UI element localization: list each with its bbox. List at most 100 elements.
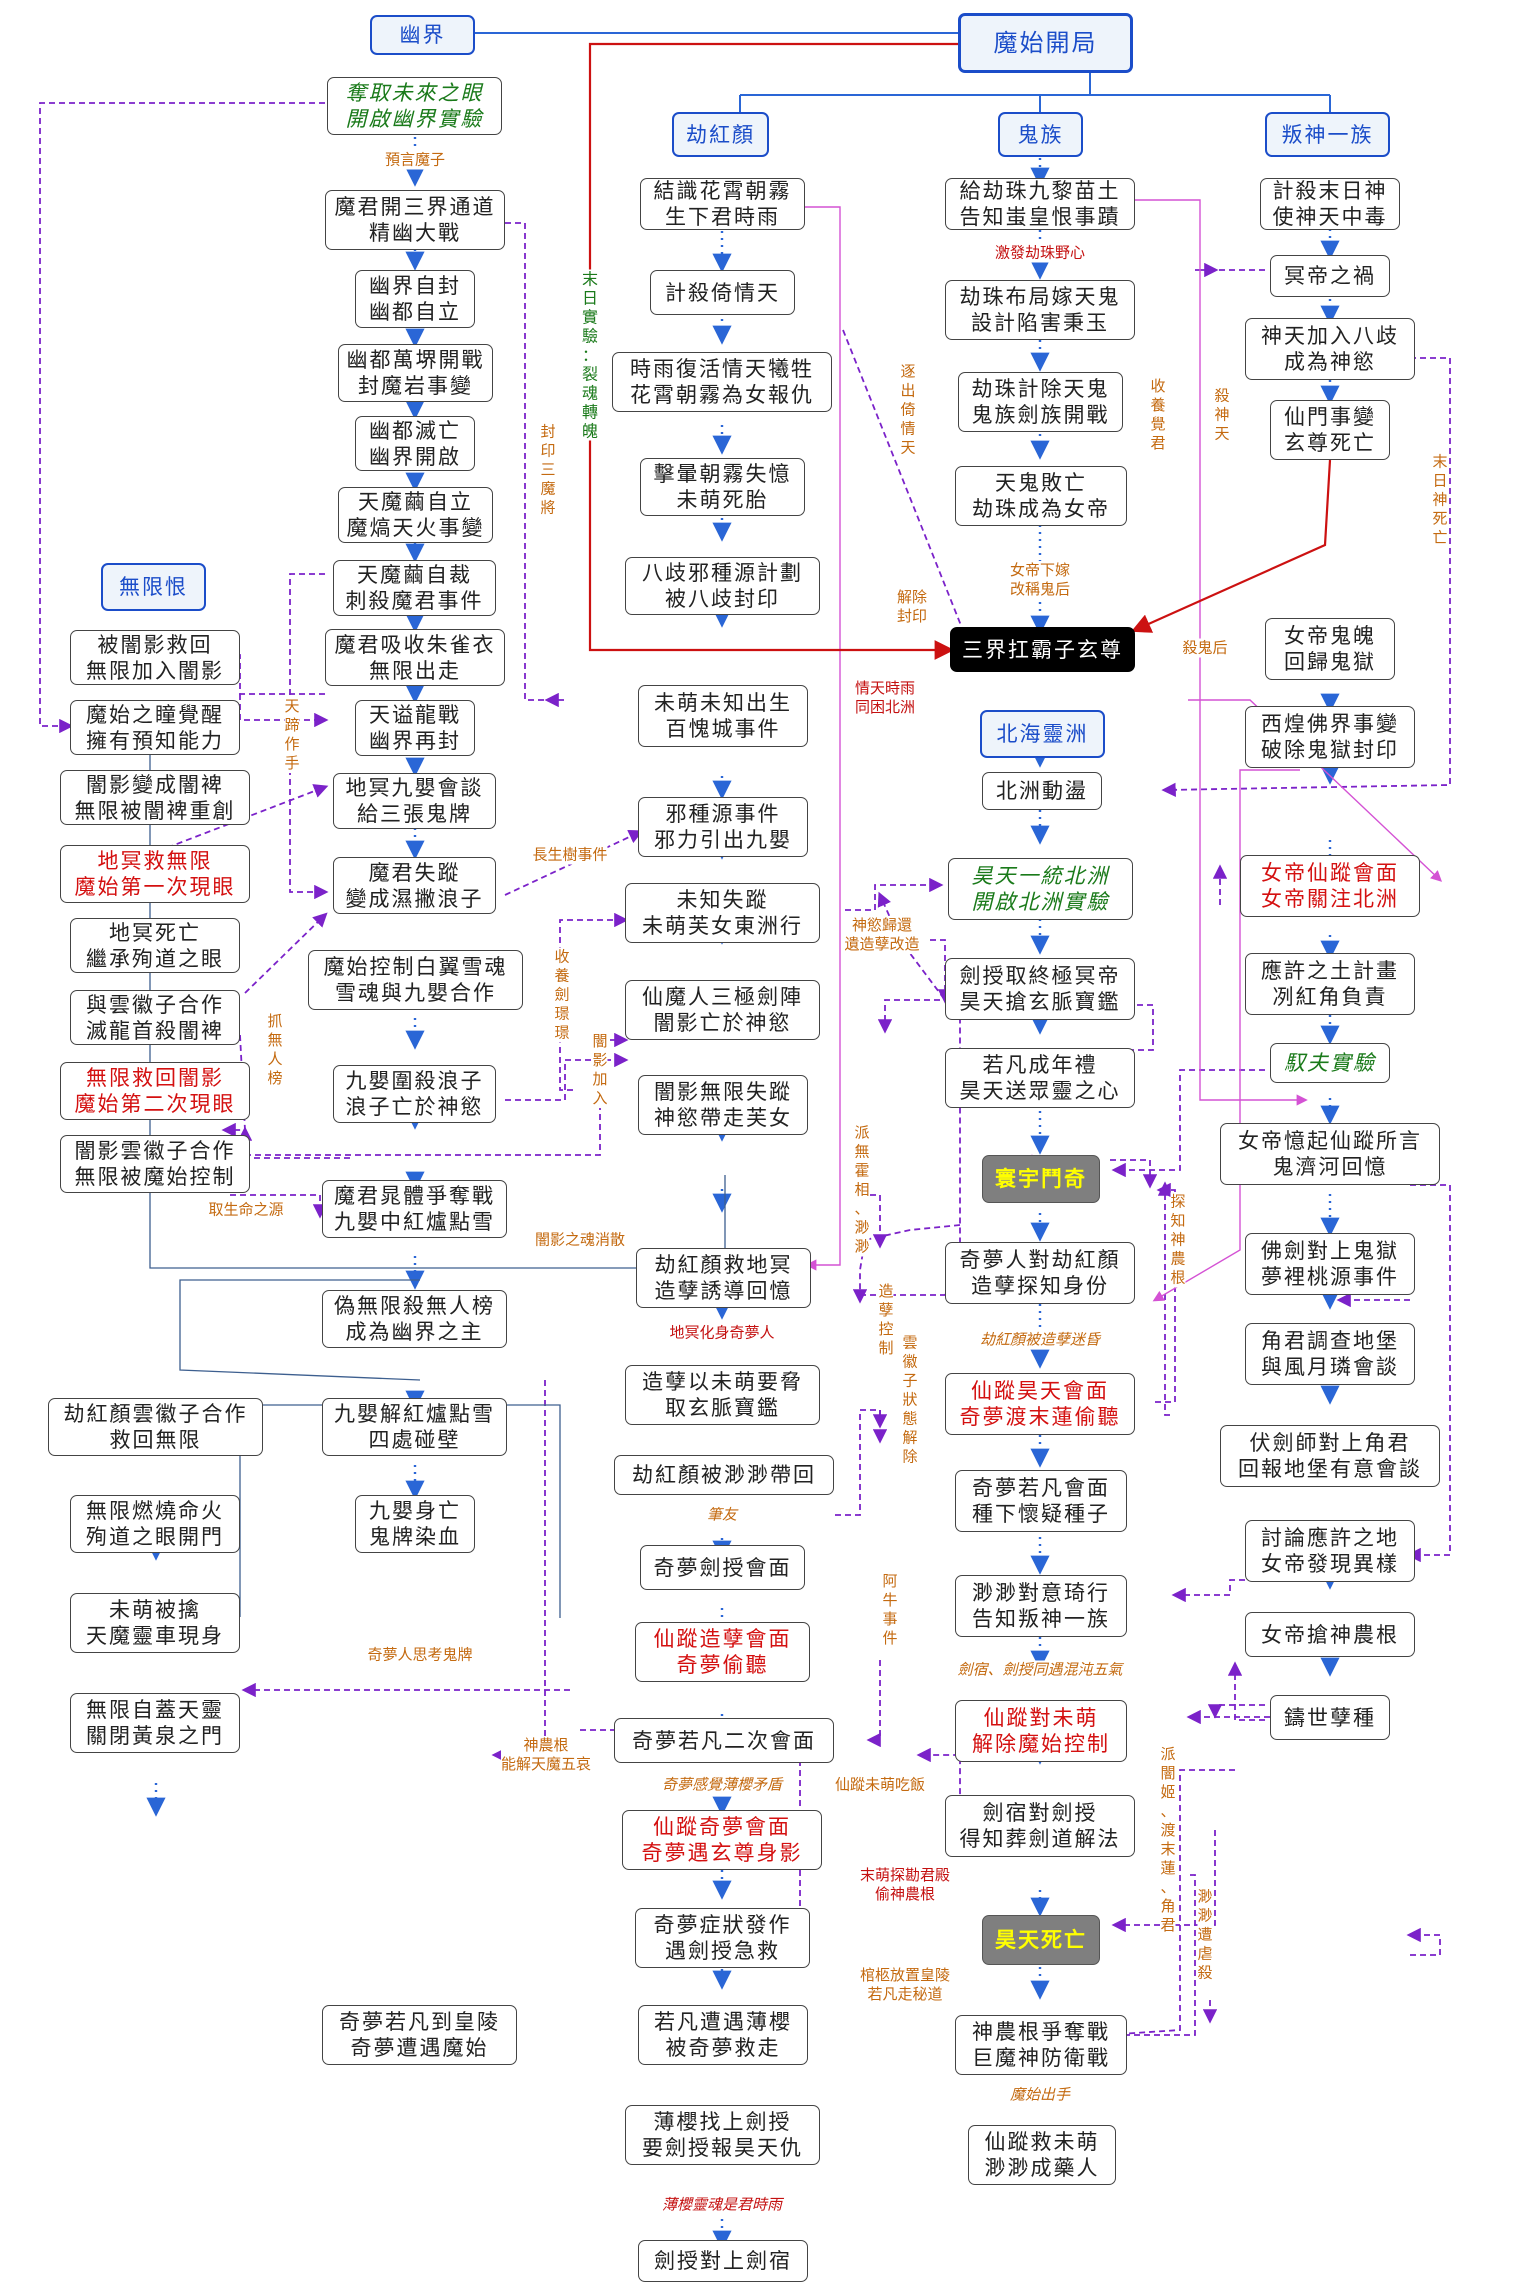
node-col3-4: 天鬼敗亡 劫珠成為女帝 (955, 466, 1127, 526)
node-col0-3: 闇影變成闇裨 無限被闇裨重創 (60, 770, 250, 825)
node-col4-8: 應許之土計畫 冽紅角負責 (1245, 953, 1415, 1015)
header-jiehongyan: 劫紅顏 (672, 112, 769, 157)
node-col1-12: 魔始控制白翼雪魂 雪魂與九嬰合作 (308, 950, 523, 1010)
node-col4-2: 冥帝之禍 (1270, 255, 1390, 297)
node-col3-8: 劍授取終極冥帝 昊天搶玄脈寶鑑 (945, 958, 1135, 1020)
node-col4-16: 鑄世孽種 (1270, 1695, 1390, 1740)
node-col4-3: 神天加入八歧 成為神慾 (1245, 318, 1415, 380)
edge-label: 奇夢感覺薄櫻矛盾 (661, 1775, 783, 1795)
edge-label: 仙蹤未萌吃飯 (834, 1775, 926, 1795)
node-col1-15: 偽無限殺無人榜 成為幽界之主 (322, 1290, 507, 1348)
node-col1-10: 地冥九嬰會談 給三張鬼牌 (333, 773, 496, 829)
node-haotian-death[interactable]: 昊天死亡 (982, 1915, 1100, 1965)
header-mashi: 魔始開局 (958, 13, 1133, 73)
node-col0-6: 與雲徽子合作 滅龍首殺闇裨 (70, 990, 240, 1045)
node-col4-7: 女帝仙蹤會面 女帝關注北洲 (1240, 855, 1420, 917)
edge-label: 收 養 覺 君 (1150, 377, 1166, 453)
node-col0-11: 未萌被擒 天魔靈車現身 (70, 1593, 240, 1653)
node-col2-16: 奇夢若凡二次會面 (614, 1718, 834, 1763)
edge-label: 劍宿、劍授同遇混沌五氣 (957, 1660, 1123, 1680)
edge-label: 魔始出手 (1009, 2085, 1071, 2105)
node-col3-7: 昊天一統北洲 開啟北洲實驗 (948, 858, 1133, 920)
edge-label: 奇夢人思考鬼牌 (367, 1645, 473, 1665)
node-col4-9: 馭夫實驗 (1270, 1043, 1390, 1083)
edge-label: 長生樹事件 (532, 845, 608, 865)
node-col1-7: 天魔繭自裁 刺殺魔君事件 (333, 560, 496, 616)
edge-label: 神慾歸還 遺造孽改造 (844, 916, 920, 954)
node-col4-6: 西煌佛界事變 破除鬼獄封印 (1245, 706, 1415, 768)
edge-label: 地冥化身奇夢人 (669, 1323, 775, 1343)
edge-label: 闇影之魂消散 (534, 1230, 626, 1250)
node-col2-12: 造孽以未萌要脅 取玄脈寶鑑 (625, 1365, 820, 1425)
node-col1-8: 魔君吸收朱雀衣 無限出走 (325, 629, 505, 686)
node-col3-6: 北洲動盪 (982, 772, 1102, 810)
node-col4-10: 女帝憶起仙蹤所言 鬼濟河回憶 (1220, 1123, 1440, 1185)
node-col0-5: 地冥死亡 繼承殉道之眼 (70, 918, 240, 973)
node-xuanzun[interactable]: 三界扛霸子玄尊 (950, 627, 1135, 672)
edge-label: 渺 渺 遭 虐 殺 (1197, 1887, 1213, 1983)
node-col3-9: 若凡成年禮 昊天送眾靈之心 (945, 1048, 1135, 1108)
node-col2-10: 闇影無限失蹤 神慾帶走芙女 (638, 1075, 808, 1135)
header-links (475, 32, 1331, 112)
edge-label: 筆友 (706, 1505, 738, 1525)
edge-label: 末 日 神 死 亡 (1432, 452, 1448, 548)
edge-label: 取生命之源 (208, 1200, 284, 1220)
node-col3-3: 劫珠計除天鬼 鬼族劍族開戰 (958, 372, 1123, 432)
header-guizu: 鬼族 (998, 112, 1083, 157)
node-col4-5: 女帝鬼魄 回歸鬼獄 (1265, 618, 1395, 680)
node-col4-13: 伏劍師對上角君 回報地堡有意會談 (1220, 1425, 1440, 1487)
node-col0-9: 劫紅顏雲徽子合作 救回無限 (48, 1398, 263, 1456)
edge-label: 抓 無 人 榜 (267, 1012, 283, 1088)
node-col2-14: 奇夢劍授會面 (640, 1545, 805, 1590)
edge-label: 派 無 霍 相 、 渺 渺 (854, 1123, 870, 1257)
node-col4-15: 女帝搶神農根 (1245, 1612, 1415, 1657)
node-huanyu[interactable]: 寰宇鬥奇 (982, 1155, 1100, 1203)
node-col1-5: 幽都滅亡 幽界開啟 (355, 416, 475, 471)
node-col2-20: 薄櫻找上劍授 要劍授報昊天仇 (625, 2105, 820, 2165)
node-col1-16: 九嬰解紅爐點雪 四處碰壁 (322, 1398, 507, 1456)
node-col1-13: 九嬰圍殺浪子 浪子亡於神慾 (333, 1065, 496, 1123)
edge-label: 情天時雨 同困北洲 (854, 679, 916, 717)
edge-label: 殺鬼后 (1182, 638, 1228, 658)
node-col4-12: 角君調查地堡 與風月璘會談 (1245, 1323, 1415, 1385)
edge-label: 雲 徽 子 狀 態 解 除 (902, 1333, 918, 1467)
node-col2-6: 未萌未知出生 百愧城事件 (638, 685, 808, 747)
node-col2-9: 仙魔人三極劍陣 闇影亡於神慾 (625, 980, 820, 1040)
node-col1-4: 幽都萬堺開戰 封魔岩事變 (338, 344, 493, 402)
node-col3-2: 劫珠布局嫁天鬼 設計陷害秉玉 (945, 280, 1135, 340)
edge-label: 激發劫珠野心 (994, 243, 1086, 263)
node-col2-2: 計殺倚情天 (650, 270, 795, 315)
node-col1-6: 天魔繭自立 魔熇天火事變 (338, 487, 493, 543)
node-col0-1: 被闇影救回 無限加入闇影 (70, 630, 240, 685)
node-col2-17: 仙蹤奇夢會面 奇夢遇玄尊身影 (622, 1810, 822, 1870)
node-col4-4: 仙門事變 玄尊死亡 (1270, 400, 1390, 460)
node-col3-15: 仙蹤對未萌 解除魔始控制 (955, 1700, 1127, 1762)
edge-label: 神農根 能解天魔五哀 (500, 1736, 592, 1774)
node-col3-1: 給劫珠九黎苗土 告知蚩皇恨事蹟 (945, 178, 1135, 230)
node-col0-4: 地冥救無限 魔始第一次現眼 (60, 845, 250, 903)
node-col0-2: 魔始之瞳覺醒 擁有預知能力 (70, 700, 240, 755)
edge-label: 探 知 神 農 根 (1170, 1192, 1186, 1288)
node-col4-1: 計殺末日神 使神天中毒 (1260, 178, 1400, 230)
node-col0-7: 無限救回闇影 魔始第二次現眼 (60, 1062, 250, 1120)
edge-label: 殺 神 天 (1214, 386, 1230, 444)
edge-label: 逐 出 倚 情 天 (900, 362, 916, 458)
node-col2-11: 劫紅顏救地冥 造孽誘導回憶 (636, 1248, 811, 1308)
node-col0-10: 無限燃燒命火 殉道之眼開門 (70, 1495, 240, 1553)
node-col3-11: 奇夢人對劫紅顏 造孽探知身份 (945, 1242, 1135, 1304)
node-col2-22: 奇夢若凡到皇陵 奇夢遭遇魔始 (322, 2005, 517, 2065)
edge-label: 末萌探勘君殿 偷神農根 (859, 1866, 951, 1904)
node-col1-11: 魔君失蹤 變成濕撇浪子 (333, 857, 496, 914)
node-col2-5: 八歧邪種源計劃 被八歧封印 (625, 557, 820, 615)
node-col3-14: 渺渺對意琦行 告知叛神一族 (955, 1575, 1127, 1637)
node-col2-19: 若凡遭遇薄櫻 被奇夢救走 (638, 2005, 808, 2065)
node-col2-7: 邪種源事件 邪力引出九嬰 (638, 797, 808, 857)
edge-label: 薄櫻靈魂是君時雨 (661, 2195, 783, 2215)
node-col2-4: 擊暈朝霧失憶 未萌死胎 (640, 458, 805, 516)
node-col4-11: 佛劍對上鬼獄 夢裡桃源事件 (1245, 1233, 1415, 1295)
edge-label: 封 印 三 魔 將 (540, 422, 556, 518)
node-col1-9: 天谥龍戰 幽界再封 (355, 700, 475, 756)
edge-label: 阿 牛 事 件 (882, 1572, 898, 1648)
node-col4-14: 討論應許之地 女帝發現異樣 (1245, 1520, 1415, 1582)
node-col2-18: 奇夢症狀發作 遇劍授急救 (635, 1908, 810, 1968)
